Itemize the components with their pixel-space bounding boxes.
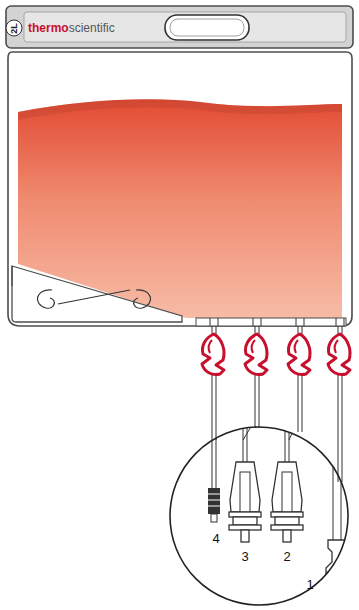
bag-illustration xyxy=(202,334,224,375)
bag-illustration xyxy=(18,99,342,120)
bag-illustration xyxy=(24,12,346,42)
callout-number: 1 xyxy=(306,578,313,591)
callout-number: 4 xyxy=(212,532,219,545)
bag-illustration xyxy=(289,420,298,440)
bag-illustration xyxy=(253,318,254,326)
bag-illustration xyxy=(210,318,211,326)
bag-illustration xyxy=(165,15,249,40)
bag-illustration xyxy=(170,19,244,36)
bag-illustration xyxy=(216,420,217,490)
bag-illustration xyxy=(208,494,220,506)
bag-illustration xyxy=(6,6,353,48)
bag-illustration xyxy=(170,427,348,605)
bag-illustration xyxy=(58,290,130,304)
bag-illustration xyxy=(218,318,219,326)
bag-illustration xyxy=(243,420,255,440)
bag-illustration xyxy=(288,334,310,375)
volume-mark: 2L xyxy=(9,23,18,34)
bag-illustration xyxy=(37,290,54,308)
bag-illustration xyxy=(229,462,261,542)
bag-illustration xyxy=(212,326,342,482)
brand-logo: thermo xyxy=(28,22,69,34)
bag-illustration xyxy=(336,318,337,326)
bag-illustration xyxy=(261,318,262,326)
bag-illustration xyxy=(208,494,220,495)
bag-illustration xyxy=(211,514,217,522)
bag-illustration xyxy=(243,420,244,465)
bag-illustration xyxy=(296,318,297,326)
callout-number: 3 xyxy=(241,550,248,563)
bag-illustration xyxy=(11,266,12,286)
brand-logo: scientific xyxy=(69,22,115,34)
bag-illustration xyxy=(247,420,248,465)
bag-illustration xyxy=(210,318,344,326)
bag-illustration xyxy=(333,420,334,540)
bag-illustration xyxy=(12,266,182,322)
bag-illustration xyxy=(208,488,220,514)
bag-illustration xyxy=(328,334,350,375)
bag-illustration xyxy=(289,420,290,465)
bag-illustration xyxy=(304,318,305,326)
bag-illustration xyxy=(208,420,348,580)
callout-number: 2 xyxy=(283,550,290,563)
bag-illustration xyxy=(208,500,220,501)
bag-illustration xyxy=(271,462,303,542)
bag-illustration xyxy=(196,318,346,326)
bag-illustration xyxy=(208,506,220,507)
bag-illustration xyxy=(245,334,267,375)
bag-illustration xyxy=(6,20,22,36)
bag-illustration xyxy=(285,420,286,465)
bag-illustration xyxy=(212,420,213,490)
bag-illustration xyxy=(344,318,345,326)
bag-illustration xyxy=(8,52,352,326)
bag-illustration xyxy=(134,290,151,308)
